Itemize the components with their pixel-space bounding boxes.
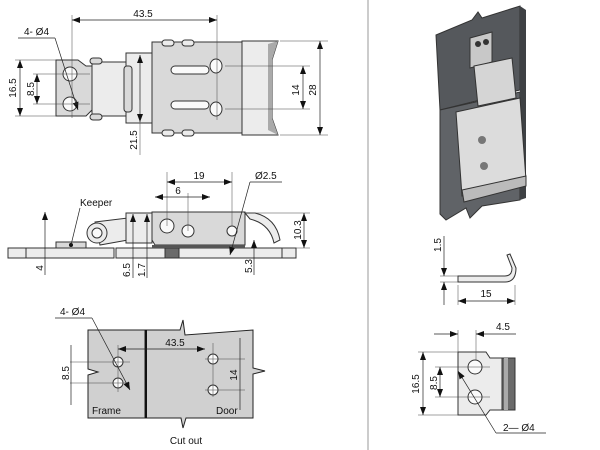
- latch-3d-render: [435, 5, 527, 221]
- latch-body: [151, 41, 243, 134]
- cutout-dim-holes: 4- Ø4: [60, 307, 85, 318]
- hook: [243, 212, 281, 244]
- dim-14: 14: [291, 84, 302, 96]
- frame-label: Frame: [92, 406, 121, 417]
- cutout-dim-43-5: 43.5: [165, 338, 185, 349]
- keeper-detail: 1.5 15 4.5 16.5 8.5 2— Ø4: [411, 236, 546, 434]
- dim-6-5: 6.5: [122, 263, 133, 277]
- cutout-dim-14: 14: [229, 369, 240, 381]
- keeper-dim-15: 15: [480, 289, 492, 300]
- slot: [170, 100, 210, 110]
- keeper-dim-1-5: 1.5: [433, 238, 444, 252]
- keeper-side: [457, 253, 517, 283]
- dim-28: 28: [308, 84, 319, 96]
- keeper-label: Keeper: [80, 198, 113, 209]
- keeper-dim-8-5: 8.5: [429, 376, 440, 390]
- frame-panel: [87, 329, 146, 419]
- dim-43-5: 43.5: [133, 9, 153, 20]
- dim-19: 19: [193, 171, 205, 182]
- door-label: Door: [216, 406, 238, 417]
- dim-21-5: 21.5: [129, 130, 140, 150]
- slot: [170, 65, 210, 75]
- dim-6: 6: [175, 186, 181, 197]
- dim-8-5: 8.5: [26, 82, 37, 96]
- top-view: 43.5 4- Ø4 16.5 8.5 14 28 21.5: [8, 9, 328, 155]
- keeper-dim-4-5: 4.5: [496, 322, 510, 333]
- dim-1-7: 1.7: [137, 263, 148, 277]
- dim-5-3: 5.3: [244, 259, 255, 273]
- dim-10-3: 10.3: [293, 220, 304, 240]
- dim-holes: 4- Ø4: [24, 27, 49, 38]
- keeper-dim-holes: 2— Ø4: [503, 423, 535, 434]
- cutout-view: 43.5 4- Ø4 8.5 14 Frame Door Cut out: [55, 307, 266, 447]
- dim-16-5: 16.5: [8, 78, 19, 98]
- cutout-dim-8-5: 8.5: [61, 366, 72, 380]
- dim-4: 4: [35, 265, 46, 271]
- keeper-dim-16-5: 16.5: [411, 374, 422, 394]
- cutout-caption: Cut out: [170, 436, 202, 447]
- door-panel: [145, 319, 266, 429]
- side-view: 19 6 Ø2.5 Keeper 10.3 4 6.5 1.7 5.3: [7, 171, 310, 278]
- dim-pin: Ø2.5: [255, 171, 277, 182]
